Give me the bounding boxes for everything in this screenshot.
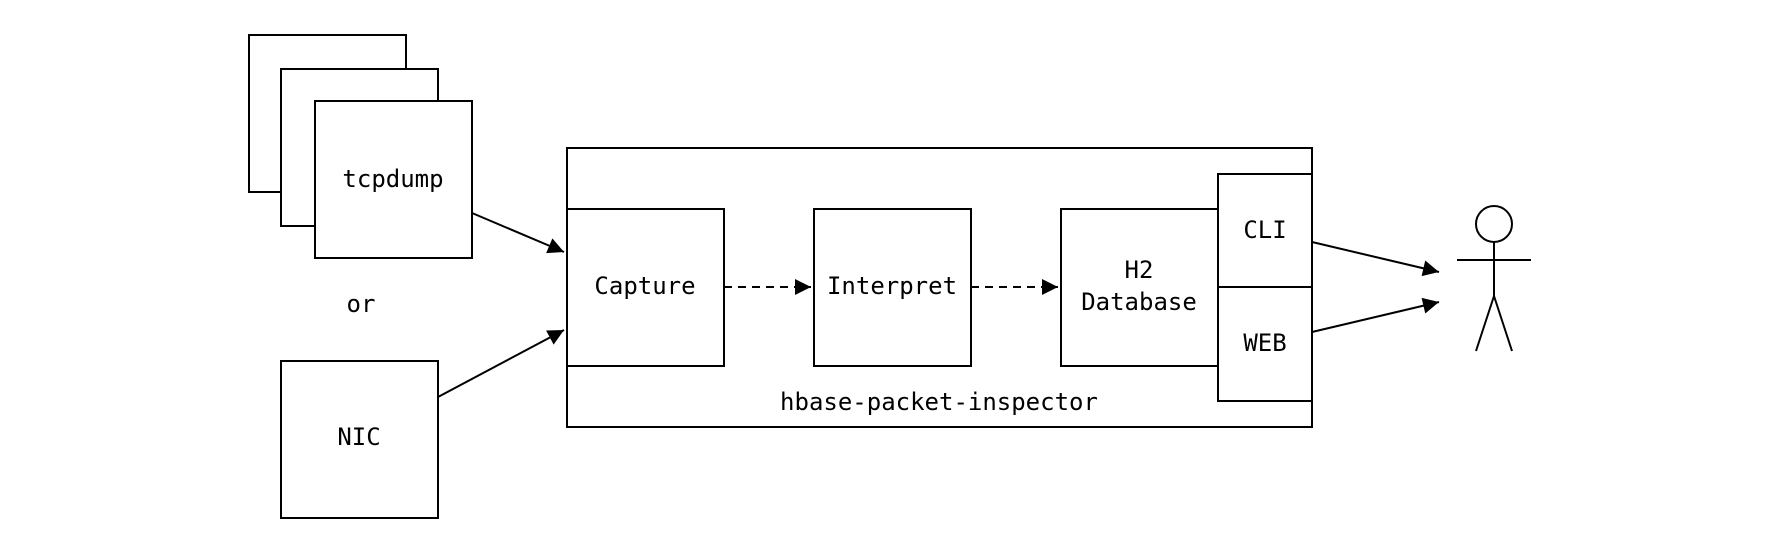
web-box — [1217, 286, 1313, 402]
or-label: or — [347, 290, 376, 318]
nic-label: NIC — [337, 423, 380, 451]
tcpdump-label: tcpdump — [342, 165, 443, 193]
container-label: hbase-packet-inspector — [780, 388, 1098, 416]
arrow-web-to-user — [1311, 297, 1440, 333]
arrow-nic-to-capture — [437, 329, 565, 398]
capture-label: Capture — [594, 272, 695, 300]
cli-label: CLI — [1243, 216, 1286, 244]
web-label: WEB — [1243, 329, 1286, 357]
h2-label-line1: H2 — [1125, 256, 1154, 284]
interpret-box — [813, 208, 972, 367]
h2-database-box — [1060, 208, 1219, 367]
stick-figure-icon — [1457, 205, 1531, 352]
tcpdump-box — [314, 100, 473, 259]
capture-box — [566, 208, 725, 367]
arrow-cli-to-user — [1311, 241, 1440, 277]
nic-box — [280, 360, 439, 519]
interpret-label: Interpret — [827, 272, 957, 300]
arrow-tcpdump-to-capture — [471, 212, 565, 254]
h2-label-line2: Database — [1081, 288, 1197, 316]
